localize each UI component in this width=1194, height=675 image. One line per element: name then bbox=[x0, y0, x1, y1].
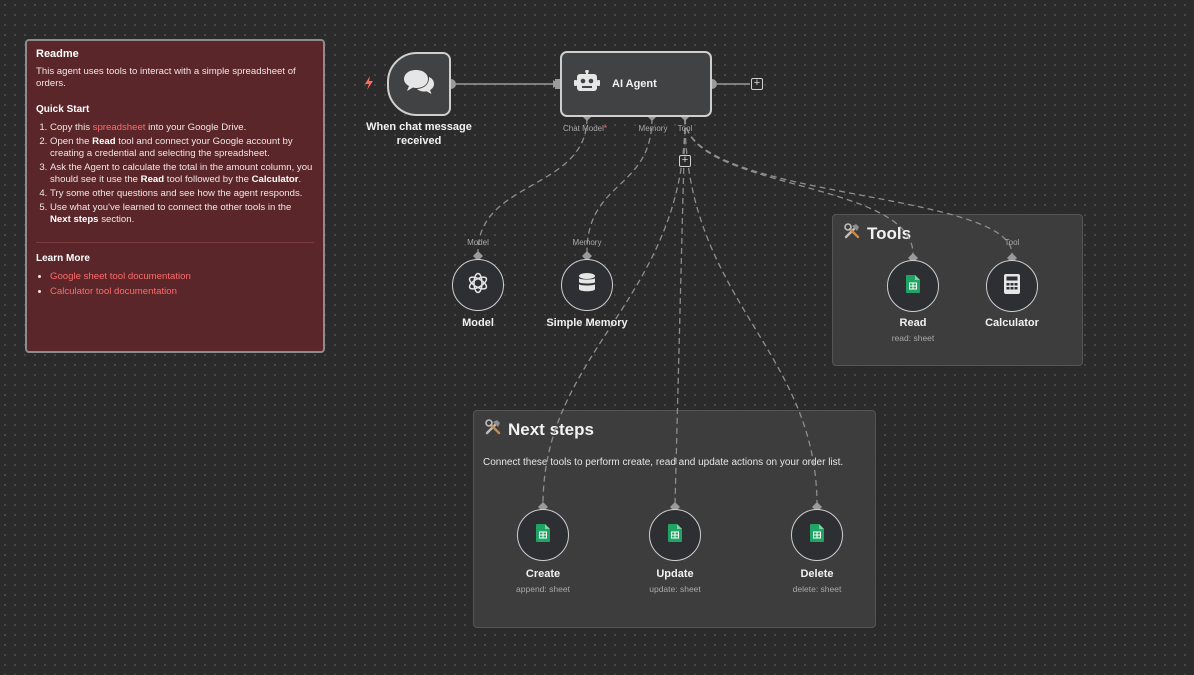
ai-agent-title: AI Agent bbox=[612, 78, 657, 90]
google-sheets-icon bbox=[668, 523, 682, 547]
model-label: Model bbox=[462, 317, 494, 329]
memory-connection bbox=[586, 117, 653, 253]
learn-more-item: Google sheet tool documentation bbox=[50, 271, 314, 283]
google-sheets-icon bbox=[906, 274, 920, 298]
calculator-label: Calculator bbox=[985, 317, 1039, 329]
memory-port-label: Memory bbox=[638, 124, 668, 133]
readme-intro: This agent uses tools to interact with a… bbox=[36, 66, 296, 89]
step-3: Ask the Agent to calculate the total in … bbox=[50, 162, 314, 186]
google-sheets-icon bbox=[810, 523, 824, 547]
chat-trigger-node[interactable] bbox=[387, 52, 451, 116]
readme-sticky-note[interactable]: Readme This agent uses tools to interact… bbox=[25, 39, 325, 353]
learn-more-links: Google sheet tool documentation Calculat… bbox=[36, 271, 314, 298]
create-tool-node[interactable] bbox=[517, 509, 569, 561]
read-label: Read bbox=[899, 317, 927, 329]
next-steps-description: Connect these tools to perform create, r… bbox=[483, 457, 844, 468]
update-label: Update bbox=[656, 568, 694, 580]
update-tool-node[interactable] bbox=[649, 509, 701, 561]
model-connection bbox=[477, 117, 588, 253]
step-5: Use what you've learned to connect the o… bbox=[50, 202, 314, 226]
step-2: Open the Read tool and connect your Goog… bbox=[50, 136, 314, 160]
create-sublabel: append: sheet bbox=[516, 584, 570, 594]
calculator-icon bbox=[1004, 273, 1020, 299]
tools-group-title: Tools bbox=[843, 222, 911, 245]
model-node[interactable] bbox=[452, 259, 504, 311]
delete-sublabel: delete: sheet bbox=[792, 584, 842, 594]
google-sheets-icon bbox=[536, 523, 550, 547]
tools-group[interactable]: Tools bbox=[832, 214, 1083, 366]
calculator-docs-link[interactable]: Calculator tool documentation bbox=[50, 286, 177, 297]
readme-divider bbox=[36, 242, 314, 243]
calculator-tool-node[interactable] bbox=[986, 260, 1038, 312]
simple-memory-label: Simple Memory bbox=[546, 317, 628, 329]
next-steps-group-title: Next steps bbox=[484, 418, 594, 441]
chat-model-port-label: Chat Model* bbox=[562, 124, 608, 133]
step-1: Copy this spreadsheet into your Google D… bbox=[50, 122, 314, 134]
quick-start-heading: Quick Start bbox=[36, 104, 90, 115]
add-node-button[interactable]: + bbox=[751, 78, 763, 90]
model-port-label: Model bbox=[467, 238, 489, 247]
hammer-wrench-icon bbox=[484, 418, 502, 441]
delete-tool-node[interactable] bbox=[791, 509, 843, 561]
database-icon bbox=[577, 272, 597, 299]
quick-start-steps: Copy this spreadsheet into your Google D… bbox=[36, 122, 314, 226]
trigger-label-line1: When chat message bbox=[366, 121, 472, 133]
lightning-bolt-icon bbox=[364, 76, 374, 95]
read-tool-node[interactable] bbox=[887, 260, 939, 312]
ai-agent-node[interactable]: AI Agent bbox=[560, 51, 712, 117]
readme-title: Readme bbox=[36, 48, 79, 60]
update-sublabel: update: sheet bbox=[649, 584, 701, 594]
step-4: Try some other questions and see how the… bbox=[50, 188, 314, 200]
learn-more-heading: Learn More bbox=[36, 253, 90, 264]
simple-memory-node[interactable] bbox=[561, 259, 613, 311]
memory-node-port-label: Memory bbox=[572, 238, 602, 247]
hammer-wrench-icon bbox=[843, 222, 861, 245]
spreadsheet-link[interactable]: spreadsheet bbox=[92, 122, 146, 133]
trigger-label-line2: received bbox=[396, 135, 442, 147]
google-sheet-docs-link[interactable]: Google sheet tool documentation bbox=[50, 271, 191, 282]
learn-more-item: Calculator tool documentation bbox=[50, 286, 314, 298]
openai-icon bbox=[466, 271, 490, 300]
add-tool-button[interactable]: + bbox=[679, 155, 691, 167]
delete-label: Delete bbox=[800, 568, 834, 580]
robot-icon bbox=[574, 69, 600, 99]
calculator-port-label: Tool bbox=[1004, 238, 1020, 247]
tool-port-label: Tool bbox=[677, 124, 693, 133]
arrowhead bbox=[553, 80, 559, 88]
chat-bubbles-icon bbox=[403, 68, 435, 101]
read-sublabel: read: sheet bbox=[891, 333, 935, 343]
create-label: Create bbox=[525, 568, 561, 580]
